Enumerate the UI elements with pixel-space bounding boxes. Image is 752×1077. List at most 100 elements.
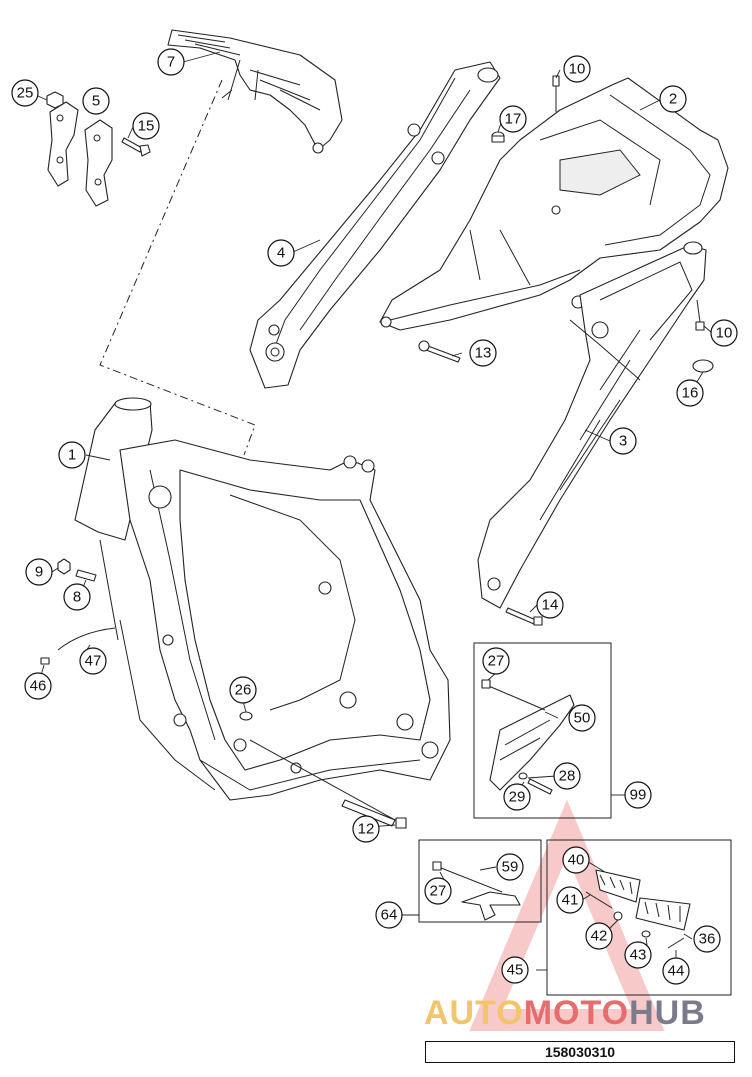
watermark-triangle xyxy=(469,799,665,1031)
svg-text:45: 45 xyxy=(507,962,524,979)
callout-27-lower: 27 xyxy=(424,877,452,905)
callout-59: 59 xyxy=(496,853,524,881)
part-44-pin xyxy=(667,937,685,949)
callout-7: 7 xyxy=(157,48,185,76)
svg-text:3: 3 xyxy=(619,433,627,450)
svg-text:5: 5 xyxy=(92,93,100,110)
part-25-nut xyxy=(46,91,64,109)
callout-14: 14 xyxy=(536,591,564,619)
svg-text:64: 64 xyxy=(381,907,398,924)
callout-46: 46 xyxy=(24,672,52,700)
part-59-guide xyxy=(432,861,521,921)
callout-42: 42 xyxy=(585,922,613,950)
callout-43: 43 xyxy=(624,941,652,969)
group-box-99 xyxy=(473,642,612,819)
part-47-hose xyxy=(57,627,116,651)
group-box-64 xyxy=(418,839,542,923)
part-17-grommet xyxy=(491,131,505,143)
svg-text:40: 40 xyxy=(568,852,585,869)
part-9-nut xyxy=(57,558,71,575)
svg-text:27: 27 xyxy=(430,883,447,900)
part-7-plate xyxy=(167,29,343,154)
svg-text:12: 12 xyxy=(358,821,375,838)
part-5-bracket xyxy=(47,101,113,207)
part-42-spring xyxy=(613,911,623,921)
part-13-bolt xyxy=(418,340,461,363)
svg-text:28: 28 xyxy=(559,768,576,785)
part-41-pin xyxy=(585,891,613,909)
part-8-bolt xyxy=(75,569,97,582)
callout-1: 1 xyxy=(58,441,86,469)
callout-12: 12 xyxy=(352,815,380,843)
svg-text:29: 29 xyxy=(509,789,526,806)
callout-28: 28 xyxy=(553,762,581,790)
svg-text:10: 10 xyxy=(569,61,586,78)
svg-text:13: 13 xyxy=(475,345,492,362)
svg-text:10: 10 xyxy=(716,325,733,342)
callout-16: 16 xyxy=(676,379,704,407)
part-10-bolt-top xyxy=(552,75,560,112)
part-14-bolt xyxy=(505,607,543,626)
svg-text:2: 2 xyxy=(669,91,677,108)
callout-47: 47 xyxy=(79,647,107,675)
svg-text:1: 1 xyxy=(68,447,76,464)
svg-text:43: 43 xyxy=(630,947,647,964)
part-15-bolt xyxy=(121,137,151,157)
part-16-grommet xyxy=(692,359,714,373)
callout-41: 41 xyxy=(556,886,584,914)
callout-45: 45 xyxy=(501,956,529,984)
callout-26: 26 xyxy=(229,676,257,704)
svg-text:8: 8 xyxy=(73,589,81,606)
callout-27-upper: 27 xyxy=(482,647,510,675)
callout-40: 40 xyxy=(562,846,590,874)
part-3-subframe-right xyxy=(477,241,707,609)
part-36-footpeg xyxy=(635,897,691,931)
svg-text:41: 41 xyxy=(562,892,579,909)
part-26-nut xyxy=(239,711,253,721)
watermark-logo-text: AUTOMOTOHUB xyxy=(424,994,706,1032)
svg-text:47: 47 xyxy=(85,653,102,670)
svg-text:42: 42 xyxy=(591,928,608,945)
callout-50: 50 xyxy=(568,704,596,732)
svg-text:25: 25 xyxy=(17,85,34,102)
part-4-subframe-left xyxy=(249,61,501,389)
svg-text:7: 7 xyxy=(167,54,175,71)
callout-25: 25 xyxy=(11,79,39,107)
callout-13: 13 xyxy=(469,339,497,367)
callout-2: 2 xyxy=(659,85,687,113)
diagram-reference-number: 158030310 xyxy=(425,1041,735,1063)
callout-10-right: 10 xyxy=(710,319,738,347)
part-10-bolt-right xyxy=(695,299,705,331)
callout-17: 17 xyxy=(499,105,527,133)
svg-text:44: 44 xyxy=(668,963,685,980)
callout-4: 4 xyxy=(267,239,295,267)
callout-8: 8 xyxy=(63,583,91,611)
svg-text:50: 50 xyxy=(574,710,591,727)
callout-29: 29 xyxy=(503,783,531,811)
callout-44: 44 xyxy=(662,957,690,985)
callout-10-top: 10 xyxy=(563,55,591,83)
callout-99: 99 xyxy=(624,781,652,809)
svg-text:14: 14 xyxy=(542,597,559,614)
svg-text:99: 99 xyxy=(630,787,647,804)
part-46-clip xyxy=(40,657,50,665)
svg-text:16: 16 xyxy=(682,385,699,402)
svg-text:4: 4 xyxy=(277,245,285,262)
part-1-frame xyxy=(74,397,451,801)
callout-15: 15 xyxy=(132,112,160,140)
svg-text:15: 15 xyxy=(138,118,155,135)
group-box-45 xyxy=(546,839,732,996)
callout-3: 3 xyxy=(609,427,637,455)
callout-9: 9 xyxy=(25,558,53,586)
part-2-airbox xyxy=(379,77,729,331)
callout-64: 64 xyxy=(375,901,403,929)
svg-text:59: 59 xyxy=(502,859,519,876)
callout-5: 5 xyxy=(82,87,110,115)
svg-text:46: 46 xyxy=(30,678,47,695)
part-40-footpeg xyxy=(595,869,641,903)
part-50-chain-guide xyxy=(481,679,575,791)
callout-36: 36 xyxy=(693,925,721,953)
svg-text:27: 27 xyxy=(488,653,505,670)
part-43-washer xyxy=(641,930,651,938)
